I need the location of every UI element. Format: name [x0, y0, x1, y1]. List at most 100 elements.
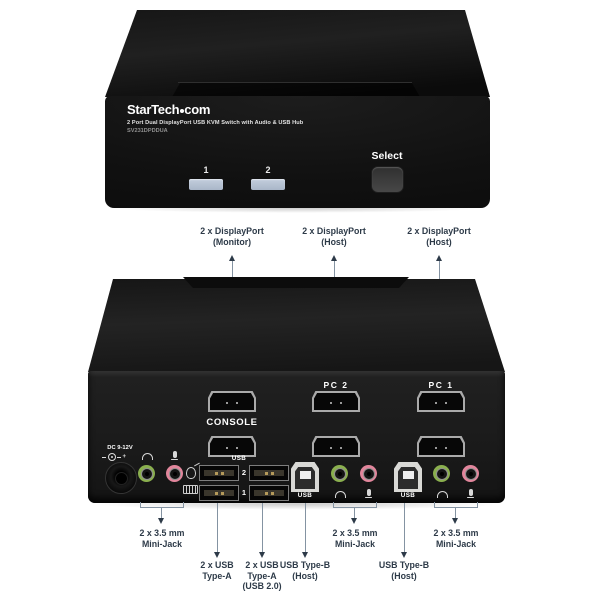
- pc2-displayport-bottom: [312, 436, 360, 457]
- front-device-face: [105, 96, 490, 208]
- callout-usb-b-2: USB Type-B (Host): [379, 560, 429, 581]
- callout-bracket-tick: [434, 502, 435, 507]
- callout-line1: USB Type-B: [378, 560, 430, 570]
- front-device-shadow: [110, 203, 485, 213]
- select-button-label: Select: [371, 150, 403, 162]
- brand-logo-dot-icon: [179, 109, 184, 113]
- callout-bracket-tick: [183, 502, 184, 507]
- callout-line2: (Host): [391, 570, 417, 581]
- pc2-displayport-top: [312, 391, 360, 412]
- callout-arrow-icon: [302, 552, 308, 558]
- console-displayport-top: [208, 391, 256, 412]
- callout-leader-line: [305, 503, 306, 552]
- brand-logo: StarTech com: [127, 103, 210, 117]
- dc-power-label: DC 9-12V: [107, 445, 133, 451]
- callout-line2: Mini-Jack: [435, 538, 477, 549]
- callout-line1: 2 x 3.5 mm: [332, 528, 378, 538]
- callout-bracket-bar: [434, 507, 478, 508]
- product-title: 2 Port Dual DisplayPort USB KVM Switch w…: [127, 120, 304, 126]
- usb-hub-row1-label: 1: [241, 488, 247, 497]
- callout-minijack-middle: 2 x 3.5 mm Mini-Jack: [333, 528, 378, 549]
- console-headphone-jack: [138, 465, 155, 482]
- callout-arrow-icon: [158, 518, 164, 524]
- callout-usb-b-1: USB Type-B (Host): [280, 560, 330, 581]
- callout-bracket-bar: [333, 507, 377, 508]
- usb-a-port-top-left: [199, 465, 239, 481]
- console-label: CONSOLE: [206, 417, 258, 428]
- callout-bracket-tick: [477, 502, 478, 507]
- pc1-headphone-jack: [433, 465, 450, 482]
- front-handle-recess: [172, 83, 420, 97]
- callout-minijack-right: 2 x 3.5 mm Mini-Jack: [434, 528, 479, 549]
- callout-bracket-tick: [333, 502, 334, 507]
- product-model: SV231DPDDUA: [127, 128, 168, 134]
- callout-line2: Mini-Jack: [334, 538, 376, 549]
- usb-a-port-bottom-right: [249, 485, 289, 501]
- usb-a-port-bottom-left: [199, 485, 239, 501]
- pc1-microphone-jack: [462, 465, 479, 482]
- usb-hub-label: USB: [231, 455, 247, 462]
- usb-b-pc1-label: USB: [400, 492, 416, 499]
- pc2-microphone-jack: [360, 465, 377, 482]
- rear-handle-recess: [183, 277, 409, 288]
- callout-leader-line: [455, 508, 456, 518]
- mouse-icon: [186, 467, 196, 479]
- pc1-label: PC 1: [428, 380, 454, 390]
- port1-led-window: [189, 179, 223, 190]
- callout-arrow-icon: [436, 255, 442, 261]
- headphone-icon: [142, 453, 153, 460]
- callout-leader-line: [262, 503, 263, 552]
- console-displayport-bottom: [208, 436, 256, 457]
- callout-line2: (Host): [321, 236, 347, 247]
- callout-leader-line: [404, 503, 405, 552]
- callout-line2: Type-A: [202, 570, 232, 581]
- port2-led-label: 2: [265, 165, 271, 175]
- callout-line1: USB Type-B: [279, 560, 331, 570]
- callout-minijack-left: 2 x 3.5 mm Mini-Jack: [140, 528, 185, 549]
- brand-logo-part1: StarTech: [127, 102, 180, 117]
- callout-line1: 2 x DisplayPort: [407, 226, 471, 236]
- usb-b-pc2-label: USB: [297, 492, 313, 499]
- callout-leader-line: [217, 503, 218, 552]
- microphone-icon: [365, 489, 372, 499]
- microphone-icon: [467, 489, 474, 499]
- callout-arrow-icon: [214, 552, 220, 558]
- callout-bracket-tick: [376, 502, 377, 507]
- callout-line1: 2 x USB: [200, 560, 234, 570]
- callout-line3: (USB 2.0): [242, 581, 282, 591]
- headphone-icon: [335, 491, 346, 498]
- callout-bracket-bar: [140, 507, 184, 508]
- pc1-displayport-bottom: [417, 436, 465, 457]
- callout-line2: (Monitor): [212, 236, 252, 247]
- select-button: [372, 167, 403, 192]
- callout-line1: 2 x DisplayPort: [302, 226, 366, 236]
- usb-b-port-pc2: [291, 462, 319, 492]
- console-microphone-jack: [166, 465, 183, 482]
- microphone-icon: [171, 451, 178, 461]
- brand-logo-part2: com: [184, 102, 211, 117]
- callout-line1: 2 x USB: [245, 560, 279, 570]
- callout-bracket-tick: [140, 502, 141, 507]
- callout-displayport-host-2: 2 x DisplayPort (Host): [407, 226, 471, 247]
- usb-hub-row2-label: 2: [241, 468, 247, 477]
- pc2-label: PC 2: [323, 380, 349, 390]
- usb-a-port-top-right: [249, 465, 289, 481]
- callout-arrow-icon: [351, 518, 357, 524]
- callout-usb-a: 2 x USB Type-A: [200, 560, 233, 581]
- callout-arrow-icon: [331, 255, 337, 261]
- callout-line2: (Host): [426, 236, 452, 247]
- callout-line2: Mini-Jack: [141, 538, 183, 549]
- callout-line1: 2 x 3.5 mm: [139, 528, 185, 538]
- dc-power-jack: [105, 462, 137, 494]
- dc-polarity-icon: +: [102, 453, 126, 461]
- callout-leader-line: [354, 508, 355, 518]
- keyboard-icon: [183, 485, 198, 494]
- port1-led-label: 1: [203, 165, 209, 175]
- callout-line2: (Host): [292, 570, 318, 581]
- pc2-headphone-jack: [331, 465, 348, 482]
- callout-usb-a-20: 2 x USB Type-A (USB 2.0): [242, 560, 281, 592]
- callout-displayport-monitor: 2 x DisplayPort (Monitor): [200, 226, 264, 247]
- callout-arrow-icon: [401, 552, 407, 558]
- callout-line1: 2 x 3.5 mm: [433, 528, 479, 538]
